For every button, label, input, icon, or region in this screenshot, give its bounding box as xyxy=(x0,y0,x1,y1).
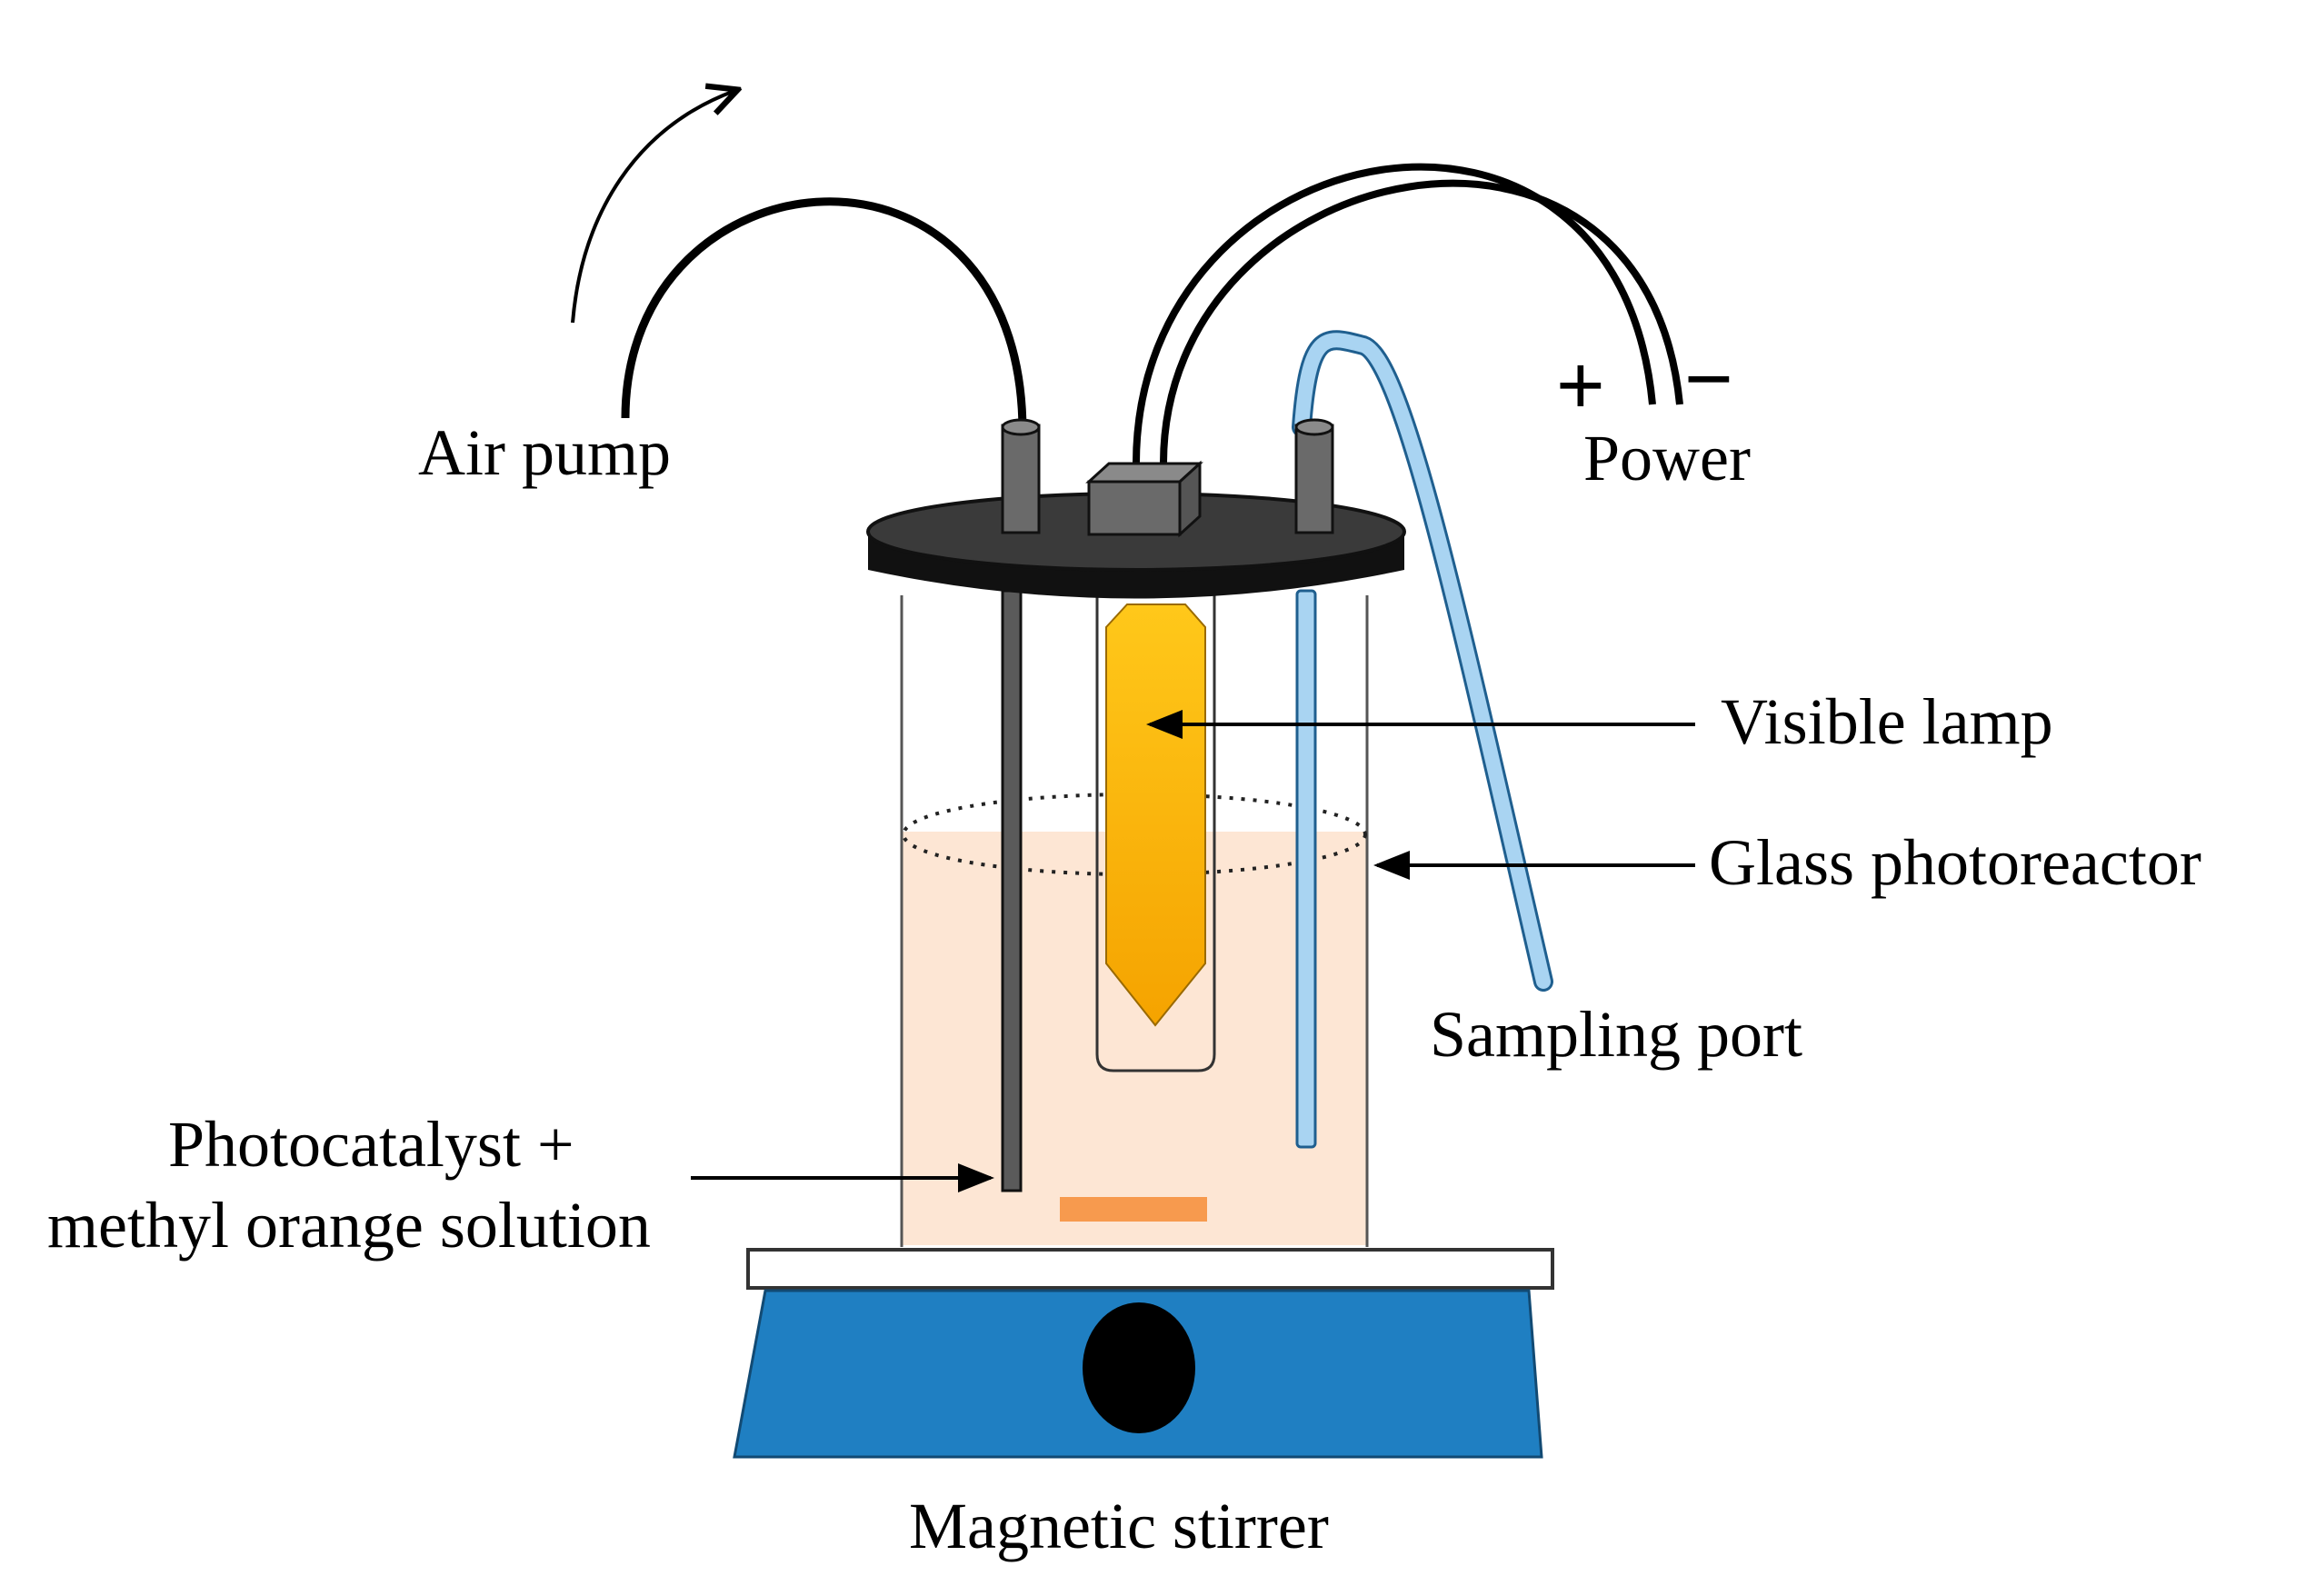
power-minus-sign: − xyxy=(1684,333,1733,425)
air-inlet-rod xyxy=(1001,589,1023,1192)
visible-lamp xyxy=(1105,603,1206,1027)
sampling-tube-inner xyxy=(1295,589,1317,1149)
sampling-port-cylinder xyxy=(1294,418,1334,534)
power-plus-sign: + xyxy=(1556,339,1605,432)
photocatalyst-label-line2: methyl orange solution xyxy=(47,1189,651,1262)
liquid-surface xyxy=(902,793,1367,876)
stirrer-knob xyxy=(1083,1302,1195,1433)
air-flow-arrow xyxy=(571,91,734,324)
air-pump-label: Air pump xyxy=(418,416,671,489)
power-label: Power xyxy=(1583,422,1751,494)
air-pump-tube xyxy=(621,197,1027,433)
power-cable-1 xyxy=(1133,163,1656,464)
glass-photoreactor-label: Glass photoreactor xyxy=(1709,826,2201,899)
air-inlet-port xyxy=(1001,418,1041,534)
stirrer-plate xyxy=(746,1248,1554,1290)
sampling-port-label: Sampling port xyxy=(1430,998,1802,1071)
lamp-sleeve xyxy=(1095,595,1216,1072)
stir-bar xyxy=(1060,1197,1207,1222)
visible-lamp-label: Visible lamp xyxy=(1721,685,2053,758)
photocatalyst-label-line1: Photocatalyst + xyxy=(168,1108,574,1181)
lamp-connector-box xyxy=(1085,460,1203,538)
magnetic-stirrer-label: Magnetic stirrer xyxy=(909,1490,1329,1562)
magnetic-stirrer xyxy=(733,1248,1554,1459)
power-cable-2 xyxy=(1160,179,1683,464)
